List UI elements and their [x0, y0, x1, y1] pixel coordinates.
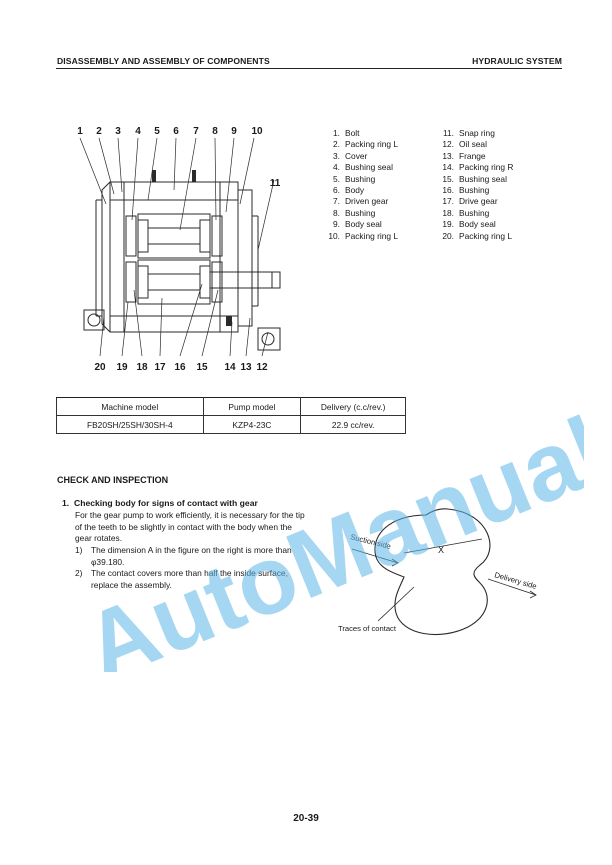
list-item: 3.Cover: [333, 150, 368, 161]
list-item: 11.Snap ring: [442, 128, 495, 138]
callout-12: 12: [256, 362, 268, 373]
callout-18: 18: [136, 362, 148, 373]
table-cell: FB20SH/25SH/30SH-4: [56, 415, 204, 434]
list-item: 6.Body: [333, 185, 365, 196]
list-item: 5.Bushing: [333, 173, 376, 184]
page-number: 20-39: [293, 813, 319, 824]
list-item: 15.Bushing seal: [442, 173, 507, 184]
callout-10: 10: [251, 126, 263, 137]
list-item: 18.Bushing: [442, 207, 490, 218]
callout-7: 7: [193, 126, 199, 137]
callout-13: 13: [240, 362, 252, 373]
callout-1: 1: [77, 126, 83, 137]
list-item: 7.Driven gear: [333, 196, 389, 207]
pump-model-table: Machine model Pump model Delivery (c.c/r…: [56, 397, 406, 434]
subitem: 2)The contact covers more than half the …: [75, 568, 288, 590]
column-header: Pump model: [202, 397, 302, 416]
suction-side-label: Suction side: [350, 532, 392, 551]
callout-15: 15: [196, 362, 208, 373]
subitem: 1)The dimension A in the figure on the r…: [75, 545, 292, 567]
callout-5: 5: [154, 126, 160, 137]
list-item: 14.Packing ring R: [442, 162, 514, 173]
list-item: 19.Body seal: [442, 219, 496, 230]
list-item: 16.Bushing: [442, 185, 490, 196]
traces-of-contact-label: Traces of contact: [338, 624, 397, 633]
list-item: 12.Oil seal: [442, 139, 487, 150]
item-heading: 1.Checking body for signs of contact wit…: [62, 498, 258, 508]
list-item: 13.Frange: [442, 150, 486, 161]
header-chapter-title: HYDRAULIC SYSTEM: [472, 56, 562, 66]
list-item: 2.Packing ring L: [333, 139, 399, 150]
callout-2: 2: [96, 126, 102, 137]
column-header: Delivery (c.c/rev.): [300, 397, 406, 416]
callout-6: 6: [173, 126, 179, 137]
table-row: FB20SH/25SH/30SH-4 KZP4-23C 22.9 cc/rev.: [56, 415, 406, 434]
dimension-mark: X: [438, 545, 444, 555]
callout-14: 14: [224, 362, 236, 373]
callout-4: 4: [135, 126, 141, 137]
table-header-row: Machine model Pump model Delivery (c.c/r…: [56, 397, 406, 416]
callout-9: 9: [231, 126, 237, 137]
header-rule: [56, 68, 562, 69]
list-item: 8.Bushing: [333, 207, 376, 218]
list-item: 10.Packing ring L: [328, 230, 399, 241]
callout-16: 16: [174, 362, 186, 373]
parts-list-right: 11.Snap ring 12.Oil seal 13.Frange 14.Pa…: [432, 128, 513, 242]
list-item: 20.Packing ring L: [442, 230, 513, 241]
table-cell: 22.9 cc/rev.: [300, 415, 406, 434]
callout-17: 17: [154, 362, 166, 373]
section-title: CHECK AND INSPECTION: [57, 475, 169, 485]
gear-pump-drawing: 1 2 3 4 5 6 7 8 9 10 11 20 19 18 17 16 1…: [77, 126, 281, 373]
item-paragraph: For the gear pump to work efficiently, i…: [75, 510, 305, 543]
callout-8: 8: [212, 126, 218, 137]
list-item: 17.Drive gear: [442, 196, 498, 207]
callout-11: 11: [270, 178, 281, 189]
header-section-title: DISASSEMBLY AND ASSEMBLY OF COMPONENTS: [57, 56, 270, 66]
callout-20: 20: [94, 362, 106, 373]
column-header: Machine model: [56, 397, 204, 416]
list-item: 9.Body seal: [333, 219, 382, 230]
list-item: 1.Bolt: [333, 128, 360, 138]
gear-contact-figure: Suction side Delivery side Traces of con…: [338, 508, 538, 636]
parts-list-left: 1.Bolt 2.Packing ring L 3.Cover 4.Bushin…: [318, 128, 398, 242]
table-cell: KZP4-23C: [202, 415, 302, 434]
callout-19: 19: [116, 362, 128, 373]
list-item: 4.Bushing seal: [333, 162, 393, 173]
callout-3: 3: [115, 126, 121, 137]
